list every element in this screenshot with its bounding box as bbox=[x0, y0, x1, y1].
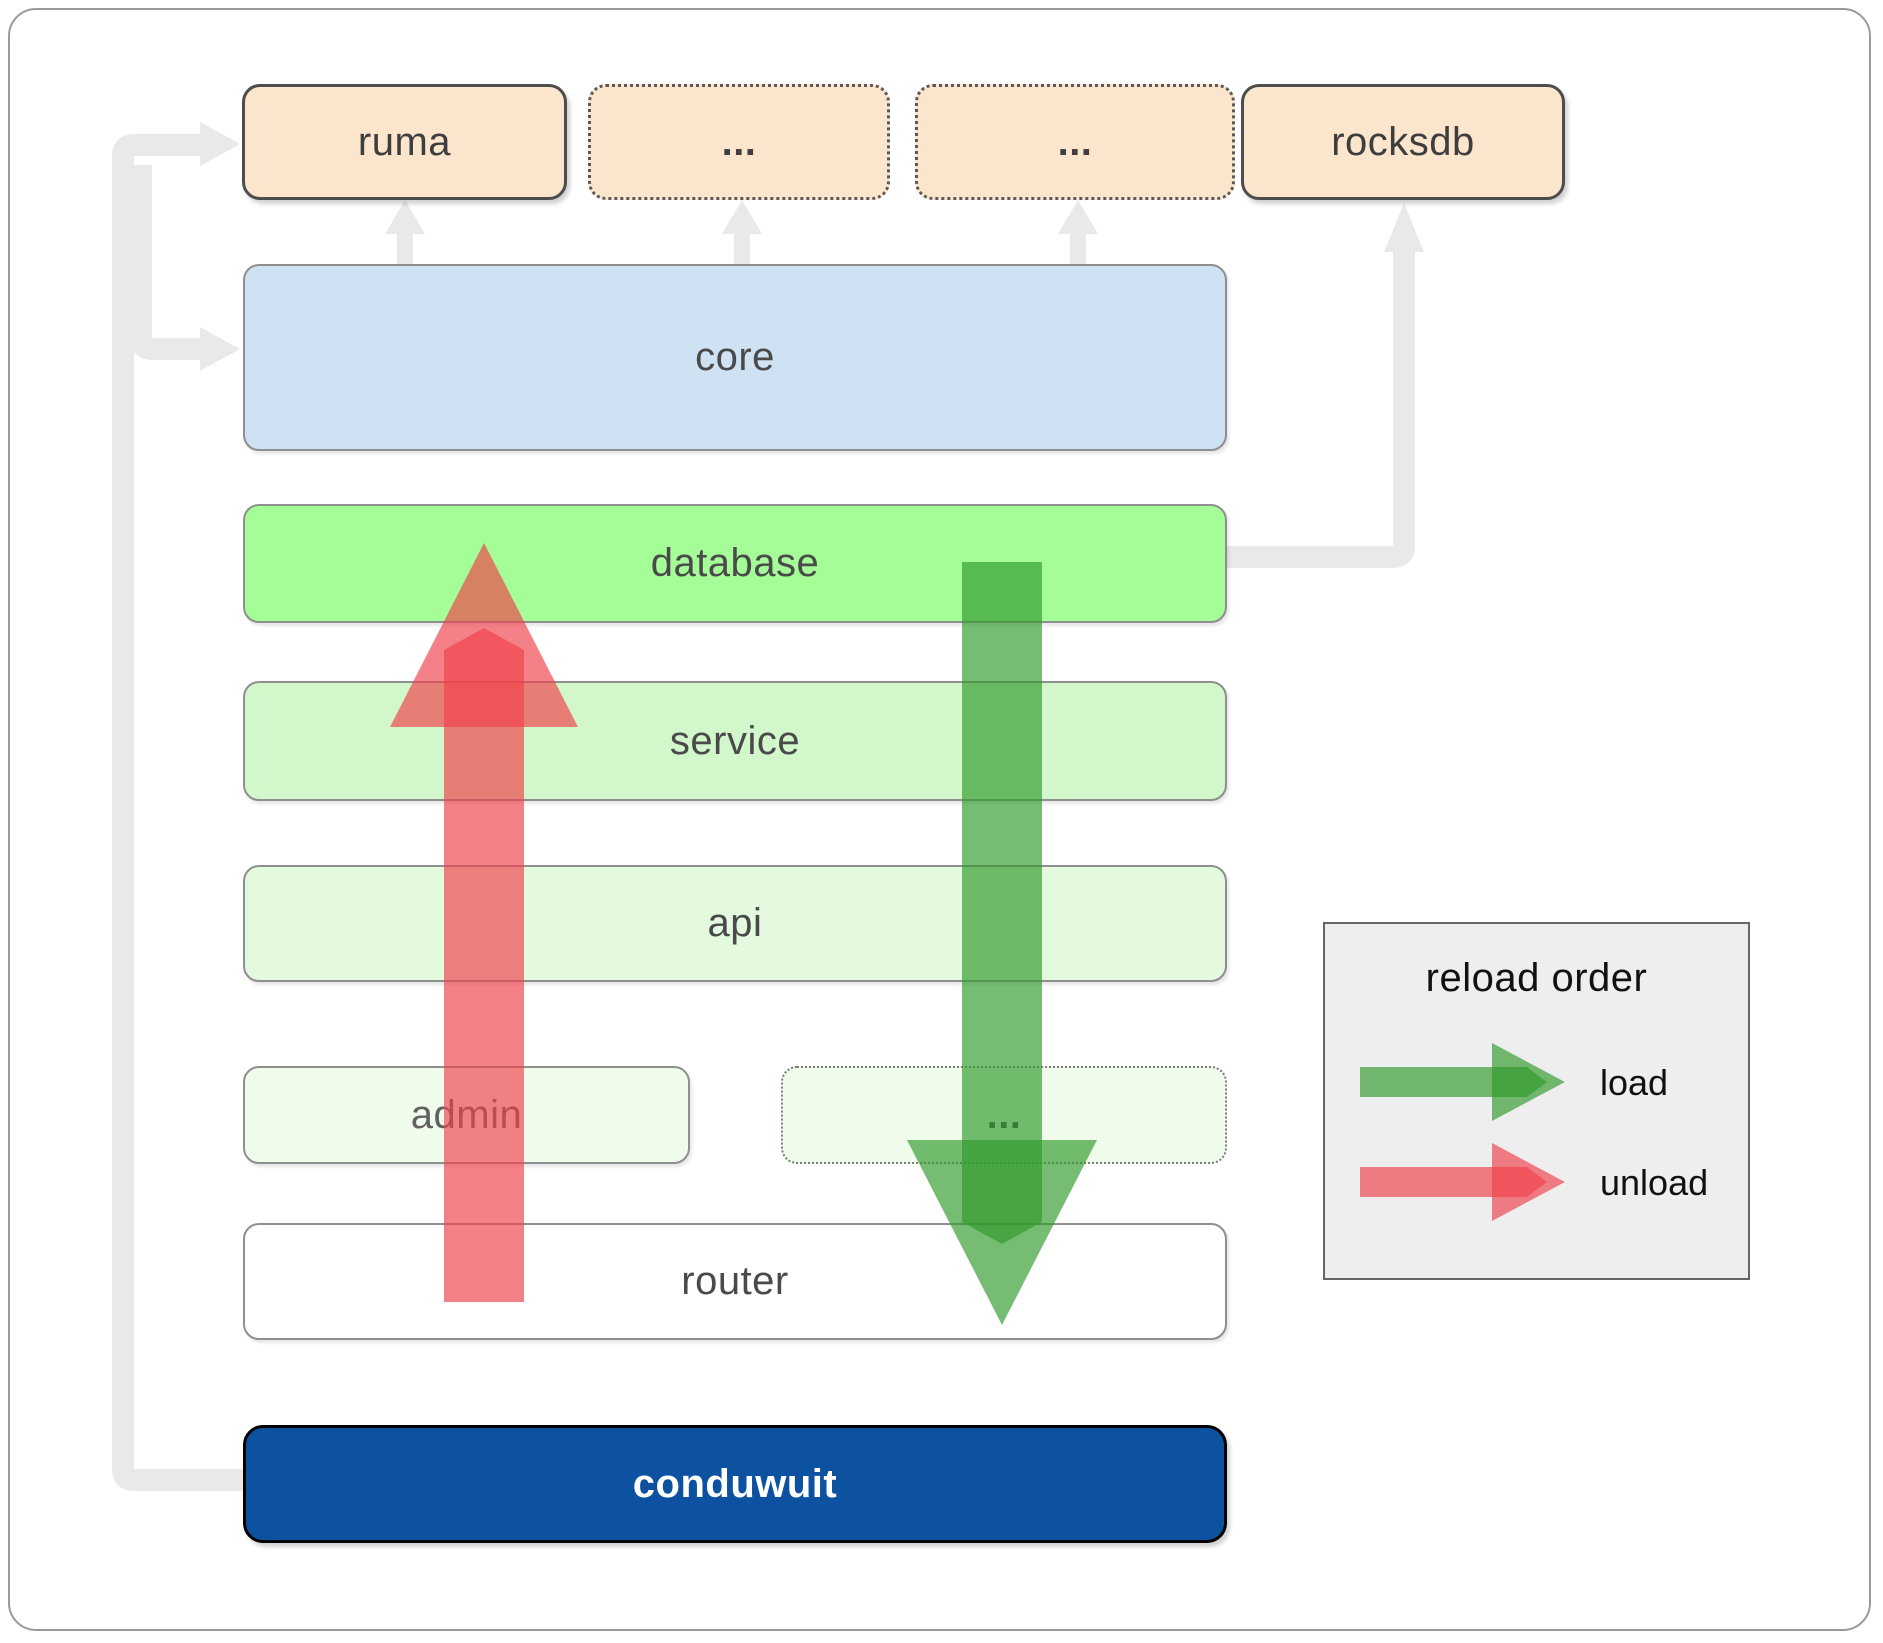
box-dep-ellipsis-2-label: ... bbox=[1057, 119, 1093, 164]
box-service: service bbox=[243, 681, 1227, 801]
box-core: core bbox=[243, 264, 1227, 451]
box-admin-label: admin bbox=[410, 1092, 523, 1137]
box-service-label: service bbox=[669, 718, 801, 763]
box-conduwuit-label: conduwuit bbox=[632, 1461, 838, 1506]
box-core-label: core bbox=[695, 335, 775, 379]
box-rocksdb-label: rocksdb bbox=[1331, 119, 1475, 164]
box-ruma-label: ruma bbox=[357, 119, 452, 164]
legend: reload order bbox=[1323, 922, 1750, 1280]
legend-load-label: load bbox=[1600, 1062, 1669, 1103]
box-database: database bbox=[243, 504, 1227, 623]
box-conduwuit: conduwuit bbox=[243, 1425, 1227, 1543]
box-dep-ellipsis-1-label: ... bbox=[721, 119, 757, 164]
box-api-label: api bbox=[707, 901, 763, 945]
box-dep-ellipsis-1: ... bbox=[588, 84, 890, 200]
box-admin: admin bbox=[243, 1066, 690, 1164]
box-database-label: database bbox=[650, 541, 820, 585]
box-module-ellipsis: ... bbox=[781, 1066, 1227, 1164]
box-ruma: ruma bbox=[242, 84, 567, 200]
box-router-label: router bbox=[681, 1259, 789, 1303]
box-module-ellipsis-label: ... bbox=[986, 1092, 1022, 1137]
box-dep-ellipsis-2: ... bbox=[915, 84, 1235, 200]
legend-unload-label: unload bbox=[1600, 1162, 1709, 1203]
page-border bbox=[8, 8, 1871, 1631]
box-rocksdb: rocksdb bbox=[1241, 84, 1565, 200]
box-router: router bbox=[243, 1223, 1227, 1340]
box-api: api bbox=[243, 865, 1227, 982]
legend-title: reload order bbox=[1425, 956, 1648, 1000]
